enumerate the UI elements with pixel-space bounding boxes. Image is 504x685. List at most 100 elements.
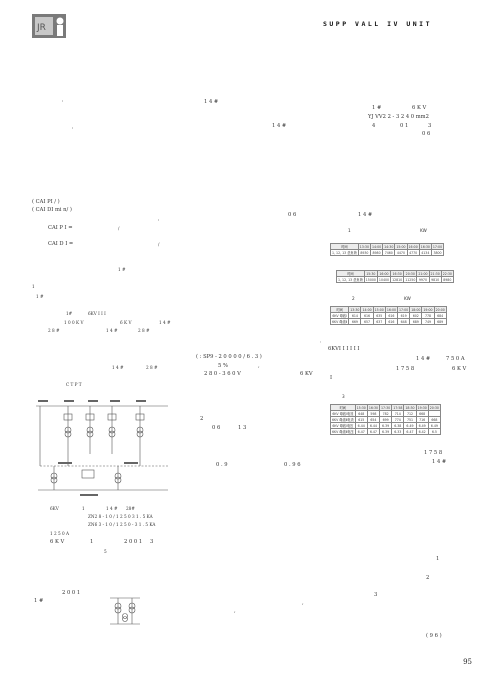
table-cell: 8980 <box>369 249 384 256</box>
right-text-r8a: 1 4 # <box>416 356 431 362</box>
caption-1: 1 <box>82 506 85 511</box>
table-cell: 9810 <box>428 276 442 283</box>
caption-6kv-2: 6 K V <box>50 539 65 545</box>
table-cell: 689 <box>409 318 423 325</box>
table-cell: 6.47 <box>354 428 368 435</box>
right-comma: , <box>320 338 322 343</box>
left-text-p3: 1 # <box>36 294 44 299</box>
right-text-r1: 1 4 # <box>204 99 219 105</box>
left-text-p4a: 1# <box>66 311 73 316</box>
left-text-p5c: 1 4 # <box>159 320 171 325</box>
right-text-r11b: 6 KV <box>300 371 313 377</box>
formula-cai-pi-eq: CAI P I = <box>48 225 73 231</box>
left-text-1: 1 # <box>34 598 44 604</box>
right-text-r22: ( 9 6 ) <box>426 633 442 639</box>
left-text-2001: 2 0 0 1 <box>62 590 81 596</box>
table-cell: 6KV 母线Ⅰ电流 <box>330 410 356 417</box>
left-text-p5a: 1 0 0 K V <box>64 320 84 325</box>
formula-cai-di-eq: CAI D I = <box>48 241 74 247</box>
table-cell: 1, 12, 13 总负荷 <box>330 249 359 256</box>
table-cell: 749 <box>421 318 435 325</box>
table-cell: 1, 12, 13 总负荷 <box>336 276 365 283</box>
right-text-r4b: 4 <box>372 123 376 129</box>
right-text-r19: 2 <box>426 575 430 581</box>
table-1b: 时间 15:30 16:00 16:30 20:30 21:00 21:30 2… <box>336 270 454 283</box>
table1-caption-unit: KW <box>420 228 427 233</box>
left-text-p7b: 2 8 # <box>146 365 158 370</box>
right-text-r14a: 0 6 <box>212 425 221 431</box>
right-text-r10: 5 % <box>218 363 228 369</box>
right-text-r9a: ( : SP9 - 2 0 0 0 0 / 6 . 3 ) <box>196 354 262 360</box>
transformer-diagram <box>110 597 140 625</box>
table-cell: 11250 <box>403 276 418 283</box>
right-text-r9b: 1 7 5 8 <box>396 366 415 372</box>
right-text-r21: , <box>302 600 304 606</box>
table-cell: 4470 <box>394 249 408 256</box>
right-text-r2b: 6 K V <box>412 105 427 111</box>
formula-slash-1: / <box>118 226 120 231</box>
table-cell: 3800 <box>430 249 445 256</box>
table-cell: 6.47 <box>366 428 381 435</box>
caption-zn28: ZN2 8 - 1 0 / 1 2 5 0 3 1 . 5 KA <box>88 514 153 519</box>
table1-caption-num: 1 <box>348 228 351 233</box>
left-text-p2: 1 <box>32 284 35 289</box>
left-text-p4b: 6KV I I I <box>88 311 106 316</box>
table-cell: 12810 <box>390 276 405 283</box>
right-text-r7: 6KVI I I I I I <box>328 346 360 352</box>
table-2: 时间 13:30 14:00 15:00 16:00 17:00 18:00 1… <box>329 306 447 325</box>
right-text-r4c: 0 1 <box>400 123 409 129</box>
table-cell: 6.42 <box>415 428 429 435</box>
right-text-r12: I <box>330 375 333 381</box>
table-cell: 6.33 <box>391 428 405 435</box>
right-text-r4d: 3 <box>428 123 432 129</box>
table-cell: 648 <box>397 318 411 325</box>
svg-text:JR: JR <box>36 23 46 33</box>
table-cell: 669 <box>348 318 362 325</box>
right-text-r13: 2 <box>200 416 204 422</box>
table-cell: 657 <box>360 318 374 325</box>
table-cell: 6KV 母线Ⅱ <box>329 318 350 325</box>
left-text-p6b: 1 4 # <box>106 328 118 333</box>
left-text-p8: C T P T <box>66 382 82 387</box>
formula-cai-pi: ( CAI PI / ) <box>32 199 60 205</box>
caption-2001: 2 0 0 1 <box>124 539 143 545</box>
table2-caption-num: 2 <box>352 296 355 301</box>
page-number: 95 <box>463 658 472 666</box>
right-text-r15a: 0 . 9 <box>216 462 228 468</box>
left-text-p5b: 6 K V <box>120 320 132 325</box>
table-cell: 10400 <box>376 276 392 283</box>
left-text-p6c: 2 8 # <box>138 328 150 333</box>
journal-logo: JR <box>32 14 66 38</box>
right-text-r9c: 6 K V <box>452 366 467 372</box>
right-text-r6a: 0 6 <box>288 212 297 218</box>
right-text-r4a: 1 4 # <box>272 123 287 129</box>
table-cell: 4134 <box>418 249 432 256</box>
table-cell: 8930 <box>357 249 371 256</box>
table-cell: 6.39 <box>379 428 393 435</box>
substation-wiring-diagram <box>36 400 168 496</box>
right-text-r11a: 2 8 0 - 3 6 0 V <box>204 371 241 377</box>
table-cell: 9970 <box>416 276 430 283</box>
left-text-p1: 1 # <box>118 267 126 272</box>
table-3: 时间 15:30 16:30 17:30 17:58 18:30 19:30 2… <box>330 404 441 435</box>
right-text-r5: 0 6 <box>422 131 431 137</box>
formula-colon: : <box>158 217 160 222</box>
caption-3: 3 <box>150 539 154 545</box>
right-text-r8b: 7 5 0 A <box>446 356 465 362</box>
table-cell: 616 <box>384 318 399 325</box>
caption-1-2: 1 <box>90 539 94 545</box>
table-cell: 6.5 <box>427 428 441 435</box>
right-text-r15b: 0 . 9 6 <box>284 462 301 468</box>
table-cell: 6KV 母线Ⅱ电流 <box>330 416 356 423</box>
table-cell: 6KV 母线Ⅰ <box>329 312 350 319</box>
right-text-r3: YJ VV2 2 - 3 2 4 0 mm2 <box>368 114 429 120</box>
table-cell: 6KV 母线Ⅱ电压 <box>330 428 356 435</box>
right-text-r18: 1 <box>436 556 440 562</box>
table-cell: 689 <box>433 318 447 325</box>
right-comma-2: , <box>234 608 236 614</box>
caption-1250a: 1 2 5 0 A <box>50 531 70 536</box>
caption-5: 5 <box>104 549 107 554</box>
left-text-l2: : <box>72 125 74 130</box>
formula-cai-di: ( CAI DI mi n/ ) <box>32 207 72 213</box>
table-cell: 15000 <box>363 276 378 283</box>
